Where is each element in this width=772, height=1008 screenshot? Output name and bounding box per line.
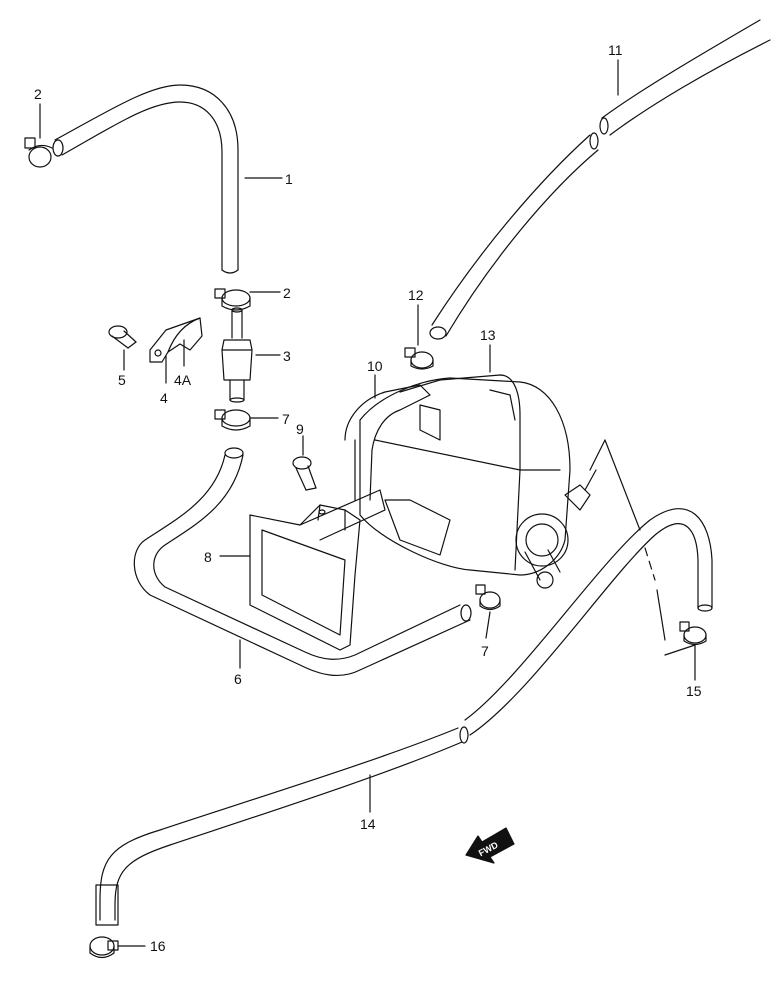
clamp-16 (89, 936, 119, 959)
callout-16: 16 (150, 938, 166, 954)
clamp-7-middle (214, 409, 251, 431)
callout-7-middle: 7 (282, 411, 290, 427)
callout-2-middle: 2 (283, 285, 291, 301)
hose-6 (133, 447, 472, 676)
hose-1 (52, 84, 239, 274)
callout-8: 8 (204, 549, 212, 565)
bolt-5 (108, 325, 137, 349)
clamp-2-middle (214, 288, 251, 311)
callout-14: 14 (360, 816, 376, 832)
filter-3 (221, 307, 253, 403)
callout-7-right: 7 (481, 643, 489, 659)
reference-lines (589, 439, 696, 656)
callout-12: 12 (408, 287, 424, 303)
callout-6: 6 (234, 671, 242, 687)
bracket-8 (249, 489, 386, 651)
callout-5: 5 (118, 372, 126, 388)
callout-4a: 4A (174, 372, 192, 388)
callout-15: 15 (686, 683, 702, 699)
clamp-12 (404, 347, 434, 370)
callout-10: 10 (367, 358, 383, 374)
bracket-4 (149, 317, 203, 363)
clamp-7-right (475, 584, 501, 611)
callout-11: 11 (608, 42, 623, 58)
clamp-2-left (24, 137, 53, 168)
callout-2-top: 2 (34, 86, 42, 102)
callout-4: 4 (160, 390, 168, 406)
fwd-arrow (465, 827, 515, 864)
callout-3: 3 (283, 348, 291, 364)
hose-11 (429, 19, 771, 340)
callout-9: 9 (296, 421, 304, 437)
callout-leaders (39, 59, 696, 947)
callout-1: 1 (285, 171, 293, 187)
bolt-9 (292, 456, 317, 491)
callout-13: 13 (480, 327, 496, 343)
holder-10 (344, 384, 431, 501)
hose-14 (95, 508, 713, 926)
clamp-15 (679, 621, 707, 646)
canister-13 (359, 374, 597, 589)
